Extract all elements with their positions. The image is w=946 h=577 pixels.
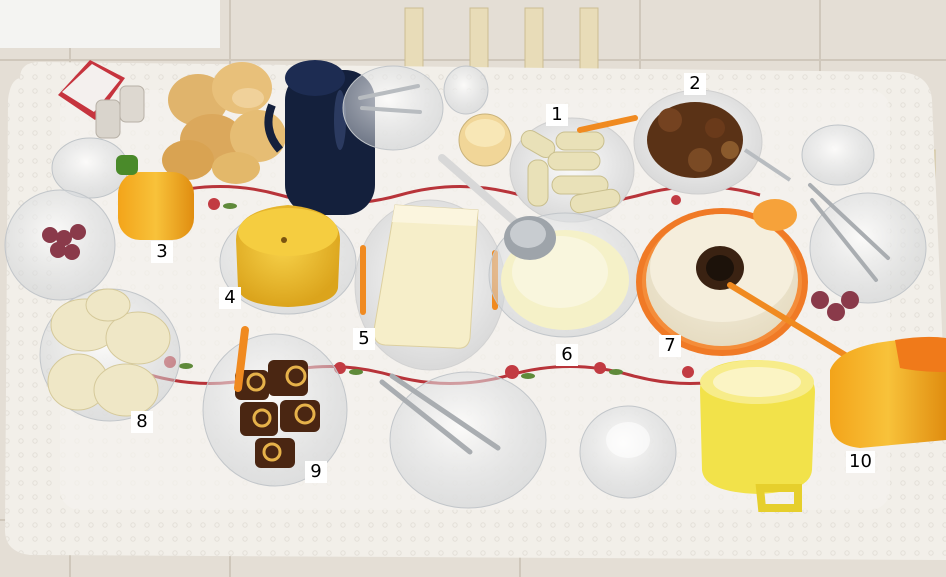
label-5: 5 [353,328,375,350]
empty-plate-bottom [389,371,547,509]
white-cabinet [0,0,220,48]
orange-jug [830,336,946,448]
glass-dish-right [801,124,875,186]
manioc-sticks [520,130,621,214]
butter-dish [458,113,512,167]
cutlery-bottom [379,373,501,455]
label-6: 6 [556,344,578,366]
label-10: 10 [846,451,875,473]
empty-plate-right [809,192,927,304]
napkin-holder [58,60,125,120]
flower-print-right [811,291,859,321]
label-9: 9 [305,461,327,483]
stew [647,102,743,178]
label-2: 2 [684,73,706,95]
grapes-print [42,224,86,260]
label-1: 1 [546,104,568,126]
salt-shaker [95,85,145,139]
empty-plate-top [342,65,444,151]
corn-cake [236,205,340,307]
ladle [438,154,556,260]
juice-bottle [116,155,194,240]
cutlery-top [358,84,422,114]
label-7: 7 [659,335,681,357]
onion-rings [246,365,316,462]
bread-rolls [162,62,286,184]
glass-cup [443,65,489,115]
yellow-pitcher [700,360,815,512]
label-3: 3 [151,241,173,263]
orange-utensil [577,115,638,133]
embroidery-band-top [159,185,761,205]
yam-slices [47,288,171,417]
label-8: 8 [131,411,153,433]
label-4: 4 [219,287,241,309]
ring-cake [646,214,798,346]
